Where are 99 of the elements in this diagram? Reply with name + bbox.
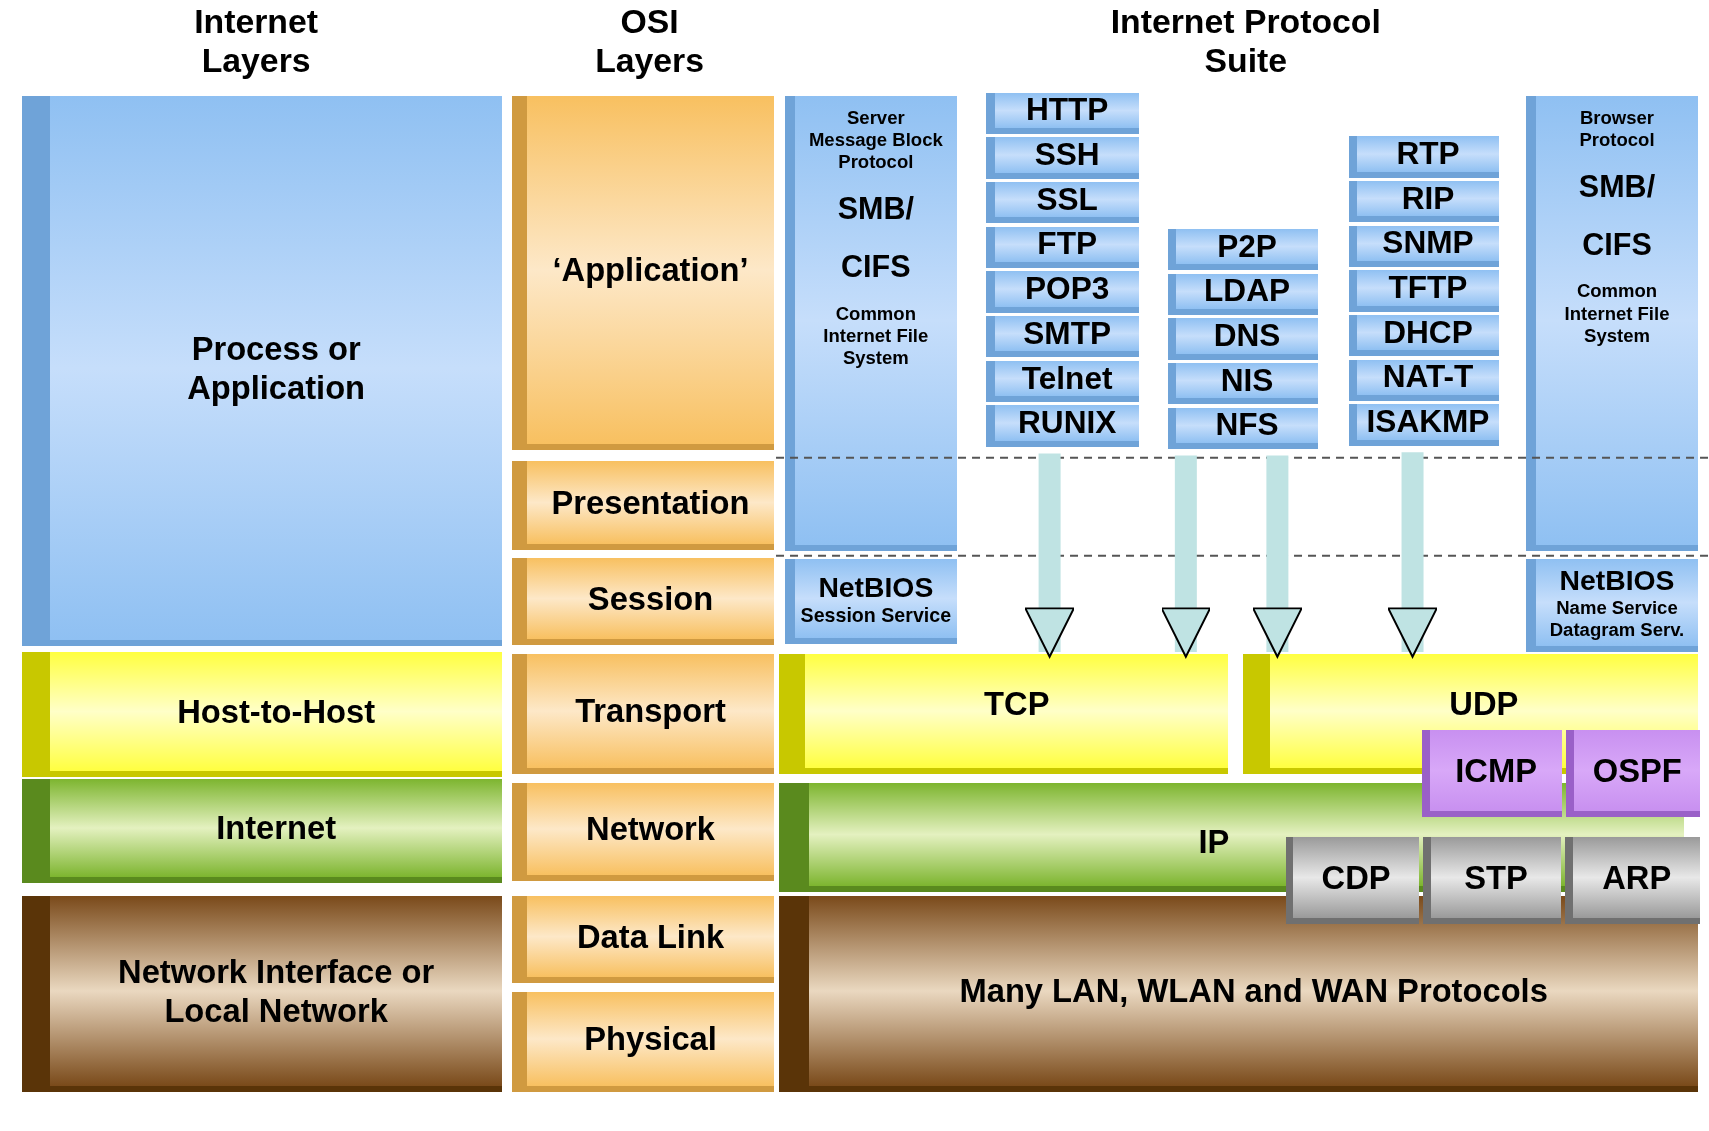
layer-name: Session — [587, 579, 714, 619]
protocol-box — [1422, 730, 1562, 818]
protocol-name: DHCP — [1383, 313, 1473, 352]
protocol-box — [1525, 95, 1699, 552]
protocol-box — [986, 405, 1139, 447]
protocol-box — [1349, 404, 1499, 446]
protocol-box — [1349, 270, 1499, 312]
protocol-name: ICMP — [1455, 751, 1537, 791]
column-heading: Internet Protocol Suite — [1109, 2, 1382, 80]
protocol-name: NetBIOS — [818, 569, 934, 604]
osi-layer-box — [512, 95, 774, 451]
arrow — [1387, 452, 1438, 658]
protocol-box — [1286, 837, 1420, 925]
protocol-name: STP — [1464, 858, 1528, 898]
layer-box — [21, 95, 503, 647]
layer-name: Internet — [216, 808, 337, 848]
protocol-box — [986, 182, 1139, 224]
arrow — [1252, 455, 1303, 658]
layer-name: Data Link — [576, 916, 725, 957]
layer-name: Process or Application — [186, 328, 367, 408]
protocol-box — [1349, 180, 1499, 223]
protocol-name: HTTP — [1025, 91, 1109, 130]
description-text: Session Service — [800, 603, 952, 628]
protocol-name: NFS — [1215, 406, 1279, 445]
protocol-name: LDAP — [1204, 272, 1291, 311]
protocol-name: IP — [1198, 821, 1230, 861]
protocol-box — [1349, 315, 1499, 357]
protocol-box — [986, 137, 1139, 179]
arrow — [1024, 453, 1075, 658]
layer-name: Host-to-Host — [177, 691, 376, 732]
protocol-box — [1168, 318, 1318, 360]
protocol-box — [1349, 225, 1499, 267]
protocol-box — [986, 92, 1139, 135]
protocol-name: FTP — [1037, 225, 1097, 264]
protocol-name: SMTP — [1023, 314, 1112, 353]
protocol-box — [1525, 559, 1699, 652]
protocol-box — [986, 316, 1139, 358]
protocol-name: ARP — [1602, 858, 1672, 898]
protocol-name: OSPF — [1592, 751, 1682, 791]
protocol-box — [986, 271, 1139, 313]
protocol-box — [1168, 228, 1318, 271]
arrow — [1160, 455, 1211, 658]
protocol-box — [1168, 273, 1318, 315]
protocol-name: TFTP — [1388, 269, 1468, 307]
protocol-box — [986, 360, 1139, 403]
osi-layer-box — [512, 782, 774, 881]
protocol-name: NIS — [1220, 361, 1274, 400]
layer-box — [21, 651, 503, 778]
protocol-box — [784, 95, 957, 552]
protocol-box — [986, 226, 1139, 269]
protocol-name: SMB/ CIFS — [1577, 167, 1657, 263]
osi-layer-box — [512, 558, 774, 646]
layer-box — [21, 779, 503, 883]
protocol-name: TCP — [984, 684, 1050, 724]
protocol-name: DNS — [1213, 317, 1281, 355]
protocol-layer-box — [779, 895, 1699, 1093]
layer-name: Network Interface or Local Network — [117, 951, 436, 1031]
protocol-name: Many LAN, WLAN and WAN Protocols — [959, 971, 1548, 1011]
protocol-box — [1168, 407, 1318, 450]
layer-name: Transport — [575, 691, 726, 731]
protocol-box — [1565, 837, 1701, 925]
protocol-box — [784, 559, 957, 645]
protocol-name: NetBIOS — [1559, 563, 1675, 598]
osi-layer-box — [512, 653, 774, 774]
protocol-name: RTP — [1396, 135, 1460, 173]
protocol-name: RIP — [1401, 179, 1455, 218]
osi-layer-box — [512, 461, 774, 551]
description-text: Browser Protocol — [1578, 106, 1656, 152]
protocol-box — [1423, 837, 1561, 925]
column-heading: OSI Layers — [594, 2, 706, 80]
layer-name: ‘Application’ — [552, 250, 749, 290]
protocol-box — [1349, 136, 1499, 178]
layer-box — [21, 895, 503, 1093]
protocol-name: RUNIX — [1018, 404, 1117, 443]
protocol-name: ISAKMP — [1366, 403, 1490, 442]
protocol-name: P2P — [1217, 227, 1277, 266]
layer-name: Presentation — [551, 483, 750, 523]
osi-layer-box — [512, 991, 774, 1093]
protocol-name: SNMP — [1382, 224, 1474, 263]
protocol-layer-box — [779, 653, 1229, 774]
description-text: Name Service Datagram Serv. — [1548, 597, 1686, 642]
protocol-name: Telnet — [1021, 359, 1113, 398]
layer-name: Network — [586, 809, 715, 849]
protocol-name: SSL — [1036, 180, 1098, 219]
column-heading: Internet Layers — [193, 2, 320, 80]
layer-name: Physical — [584, 1019, 717, 1059]
protocol-name: CDP — [1321, 858, 1391, 898]
protocol-box — [1349, 359, 1499, 402]
protocol-name: SSH — [1034, 136, 1100, 174]
protocol-name: NAT-T — [1382, 358, 1474, 397]
osi-layer-box — [512, 895, 774, 984]
protocol-box — [1168, 362, 1318, 405]
protocol-name: SMB/ CIFS — [836, 190, 915, 285]
description-text: Server Message Block Protocol — [807, 106, 944, 174]
protocol-name: POP3 — [1025, 270, 1110, 309]
description-text: Common Internet File System — [822, 302, 930, 370]
protocol-box — [1566, 730, 1701, 818]
description-text: Common Internet File System — [1563, 280, 1671, 347]
protocol-name: UDP — [1449, 684, 1519, 724]
